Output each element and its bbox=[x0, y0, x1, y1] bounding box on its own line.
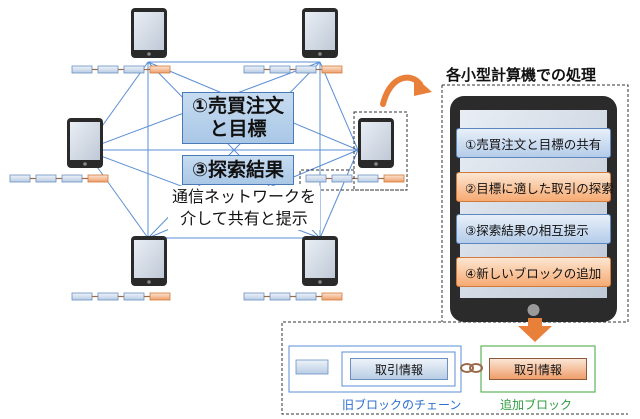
search-results-box: ③探索結果 bbox=[182, 155, 294, 185]
highlight-dashed-tail bbox=[299, 169, 407, 191]
step-1-label: ①売買注文と目標の共有 bbox=[465, 136, 602, 152]
tablet-middle-right bbox=[358, 118, 394, 168]
chain-bottom-right bbox=[243, 292, 343, 301]
search-results-label: ③探索結果 bbox=[191, 158, 285, 181]
step-2-search: ②目標に適した取引の探索 bbox=[456, 172, 614, 202]
tablet-top-left bbox=[131, 8, 167, 58]
chain-bottom-left bbox=[71, 292, 171, 301]
old-chain-caption: 旧ブロックのチェーン bbox=[342, 398, 462, 412]
step-3-label: ③探索結果の相互提示 bbox=[465, 222, 589, 238]
new-block-caption: 追加ブロック bbox=[500, 398, 573, 412]
new-block-info-label: 取引情報 bbox=[513, 362, 562, 377]
tablet-middle-left bbox=[67, 118, 103, 168]
step-2-label: ②目標に適した取引の探索 bbox=[465, 180, 614, 196]
chain-middle-left bbox=[9, 174, 109, 183]
network-caption-line1: 通信ネットワークを bbox=[171, 187, 316, 206]
bottom-chain-detail bbox=[288, 345, 596, 393]
tablet-bottom-right bbox=[302, 236, 338, 286]
chain-top-left bbox=[71, 65, 171, 74]
network-caption-line2: 介して共有と提示 bbox=[180, 209, 308, 228]
tablet-top-right bbox=[302, 8, 338, 58]
step-3-present: ③探索結果の相互提示 bbox=[456, 214, 611, 244]
tablet-bottom-left bbox=[131, 236, 167, 286]
highlight-dashed-box bbox=[353, 111, 408, 191]
step-4-add-block: ④新しいブロックの追加 bbox=[456, 257, 611, 287]
chain-middle-right bbox=[305, 174, 405, 183]
order-and-goal-line2: と目標 bbox=[209, 118, 267, 140]
old-block-info: 取引情報 bbox=[350, 358, 448, 380]
process-title: 各小型計算機での処理 bbox=[446, 66, 597, 84]
new-block-info: 取引情報 bbox=[489, 358, 587, 380]
order-and-goal-box: ①売買注文 と目標 bbox=[182, 92, 294, 144]
old-block-info-label: 取引情報 bbox=[374, 362, 423, 377]
step-4-label: ④新しいブロックの追加 bbox=[465, 265, 602, 281]
network-caption: 通信ネットワークを 介して共有と提示 bbox=[168, 186, 320, 230]
step-1-share: ①売買注文と目標の共有 bbox=[456, 128, 611, 158]
down-arrow-icon bbox=[518, 318, 552, 342]
callout-frame bbox=[281, 84, 629, 415]
order-and-goal-line1: ①売買注文 bbox=[191, 95, 285, 117]
chain-top-right bbox=[243, 65, 343, 74]
